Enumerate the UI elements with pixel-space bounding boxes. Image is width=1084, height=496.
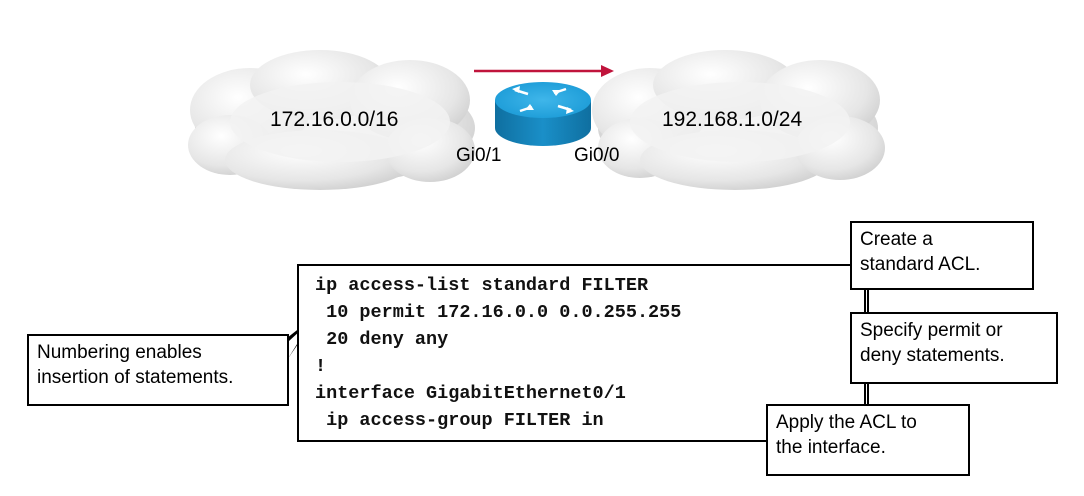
- iface-right-label: Gi0/0: [574, 145, 620, 166]
- config-line: interface GigabitEthernet0/1: [315, 383, 626, 404]
- callout-specify-statements: Specify permit or deny statements.: [850, 312, 1058, 384]
- config-line: !: [315, 356, 327, 377]
- config-line: 20 deny any: [315, 329, 449, 350]
- callout-text: Apply the ACL to: [776, 412, 917, 433]
- callout-numbering: Numbering enables insertion of statement…: [27, 334, 289, 406]
- callout-text: insertion of statements.: [37, 367, 234, 388]
- traffic-direction-arrow: [474, 65, 614, 77]
- left-network-label: 172.16.0.0/16: [270, 108, 399, 131]
- callout-create-acl: Create a standard ACL.: [850, 221, 1034, 290]
- callout-text: Numbering enables: [37, 342, 202, 363]
- callout-text: deny statements.: [860, 345, 1005, 366]
- config-line: ip access-group FILTER in: [315, 410, 604, 431]
- callout-text: Create a: [860, 229, 933, 250]
- config-line: 10 permit 172.16.0.0 0.0.255.255: [315, 302, 682, 323]
- right-cloud: [592, 50, 885, 190]
- right-network-label: 192.168.1.0/24: [662, 108, 803, 131]
- callout-text: Specify permit or: [860, 320, 1003, 341]
- config-line: ip access-list standard FILTER: [315, 275, 649, 296]
- callout-apply-acl: Apply the ACL to the interface.: [766, 404, 970, 476]
- callout-text: the interface.: [776, 437, 886, 458]
- router-icon: [495, 82, 591, 146]
- iface-left-label: Gi0/1: [456, 145, 502, 166]
- callout-text: standard ACL.: [860, 254, 981, 275]
- left-cloud: [188, 50, 475, 190]
